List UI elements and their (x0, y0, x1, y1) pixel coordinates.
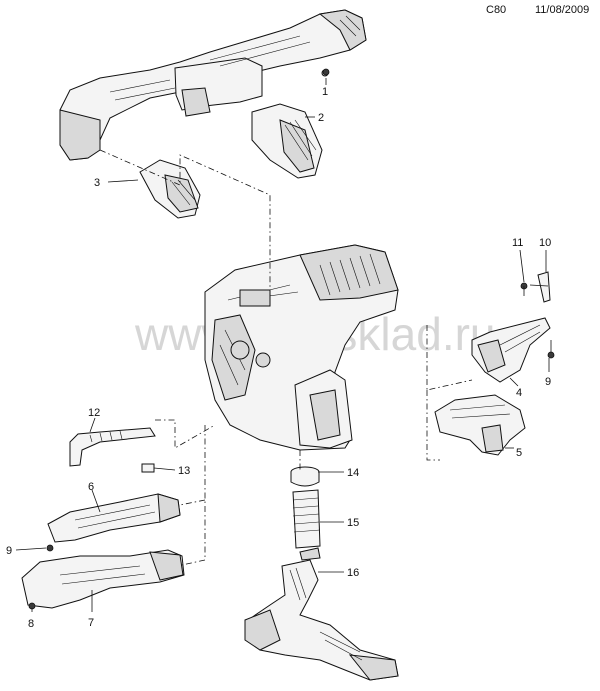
part-1-screw (322, 68, 330, 76)
callout-leaders (15, 78, 550, 612)
assembly-lines (99, 149, 473, 566)
part-16-floor-duct (244, 559, 399, 681)
callout-9-right: 9 (545, 376, 551, 388)
hvac-module (204, 244, 399, 451)
callout-13: 13 (178, 465, 190, 477)
part-2-vent-duct (251, 103, 323, 179)
part-3-vent-nozzle (139, 159, 201, 219)
callout-8: 8 (28, 618, 34, 630)
callout-16: 16 (347, 567, 359, 579)
part-12-cable (69, 427, 156, 467)
callout-14: 14 (347, 467, 359, 479)
callout-3: 3 (94, 177, 100, 189)
part-4-side-duct (471, 317, 551, 383)
callout-15: 15 (347, 517, 359, 529)
part-11-screw (520, 282, 528, 296)
callout-4: 4 (516, 387, 522, 399)
part-6-rear-duct (47, 493, 181, 543)
diagram-date: 11/08/2009 (535, 4, 590, 16)
diagram-code: C80 (486, 4, 507, 16)
callout-5: 5 (516, 447, 522, 459)
callout-9-left: 9 (6, 545, 12, 557)
callout-1: 1 (322, 86, 328, 98)
callout-2: 2 (318, 112, 324, 124)
callout-12: 12 (88, 407, 100, 419)
callout-labels: 1 2 3 4 5 6 7 8 9 9 10 11 12 13 14 15 16 (6, 86, 551, 630)
callout-11: 11 (512, 237, 523, 249)
callout-6: 6 (88, 481, 94, 493)
part-9-screw-left (46, 544, 54, 552)
part-10-bracket (529, 271, 551, 303)
part-5-side-duct (434, 394, 526, 456)
part-15-bellows (292, 489, 321, 561)
part-9-screw-right (547, 340, 555, 359)
upper-vent-duct (59, 9, 367, 161)
callout-7: 7 (88, 617, 94, 629)
part-14-seal (290, 466, 320, 487)
part-13-sensor (141, 463, 155, 473)
part-7-rear-duct (21, 549, 185, 609)
callout-10: 10 (539, 237, 551, 249)
